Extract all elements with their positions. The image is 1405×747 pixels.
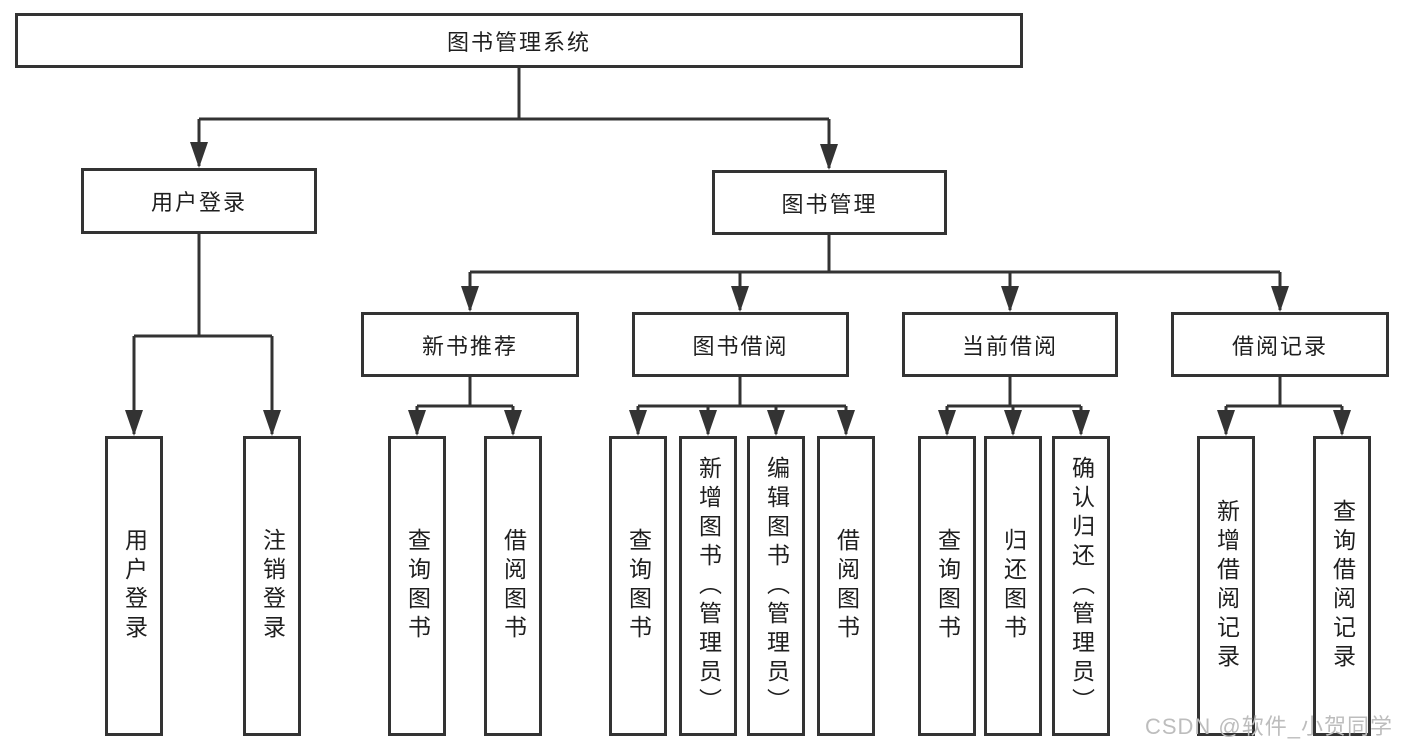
connector-book-management-split	[461, 235, 1289, 312]
node-book-management-module: 图书管理	[712, 170, 947, 235]
leaf-logout: 注销登录	[243, 436, 301, 736]
leaf-add-books-admin: 新增图书（管理员）	[679, 436, 737, 736]
leaf-user-login: 用户登录	[105, 436, 163, 736]
connector-borrowing-records-split	[1217, 377, 1351, 436]
leaf-query-books-current: 查询图书	[918, 436, 976, 736]
node-label: 图书借阅	[692, 333, 789, 359]
node-label: 图书管理	[781, 191, 878, 217]
leaf-edit-books-admin: 编辑图书（管理员）	[747, 436, 805, 736]
node-borrowing-records: 借阅记录	[1171, 312, 1389, 377]
leaf-query-borrow-record: 查询借阅记录	[1313, 436, 1371, 736]
connector-user-login-split	[125, 234, 281, 436]
connector-current-borrowing-split	[938, 377, 1090, 436]
csdn-watermark: CSDN @软件_小贺同学	[1144, 714, 1393, 739]
node-current-borrowing: 当前借阅	[902, 312, 1118, 377]
connector-book-borrowing-split	[629, 377, 855, 436]
node-label: 用户登录	[150, 190, 247, 215]
leaf-borrow-books: 借阅图书	[817, 436, 875, 736]
connector-new-book-recommend-split	[408, 377, 522, 436]
leaf-confirm-return-admin: 确认归还（管理员）	[1052, 436, 1110, 736]
leaf-borrow-books-recommend: 借阅图书	[484, 436, 542, 736]
node-label: 新书推荐	[421, 333, 518, 359]
node-book-borrowing: 图书借阅	[632, 312, 849, 377]
connector-root-split	[190, 68, 838, 170]
leaf-query-books-borrowing: 查询图书	[609, 436, 667, 736]
node-new-book-recommend: 新书推荐	[361, 312, 579, 377]
node-library-management-system: 图书管理系统	[15, 13, 1023, 68]
node-label: 当前借阅	[961, 333, 1058, 359]
leaf-query-books-recommend: 查询图书	[388, 436, 446, 736]
leaf-add-borrow-record: 新增借阅记录	[1197, 436, 1255, 736]
node-label: 借阅记录	[1231, 333, 1328, 359]
node-user-login-module: 用户登录	[81, 168, 317, 234]
leaf-return-books: 归还图书	[984, 436, 1042, 736]
node-label: 图书管理系统	[446, 29, 591, 55]
